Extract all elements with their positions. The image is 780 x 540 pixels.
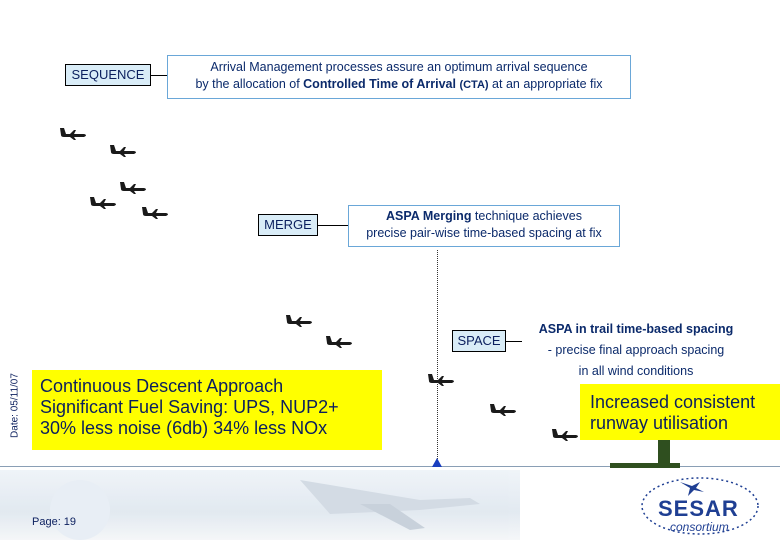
merge-connector: [318, 225, 348, 226]
merge-info-line1: ASPA Merging technique achieves: [349, 208, 619, 225]
space-label: SPACE: [452, 330, 506, 352]
space-connector: [506, 341, 522, 342]
merge-info-line2: precise pair-wise time-based spacing at …: [366, 226, 602, 240]
merge-info-box: ASPA Merging technique achieves precise …: [348, 205, 620, 247]
merge-label-text: MERGE: [264, 217, 312, 232]
space-info-line3: in all wind conditions: [578, 364, 694, 378]
footer-page-number: Page: 19: [32, 516, 77, 528]
sequence-info-line1: Arrival Management processes assure an o…: [210, 60, 588, 74]
space-label-text: SPACE: [457, 333, 501, 348]
runway-highlight-box: Increased consistent runway utilisation: [580, 384, 780, 440]
sequence-info-line2: by the allocation of Controlled Time of …: [168, 76, 630, 94]
cda-line1: Continuous Descent Approach: [40, 376, 284, 396]
merge-info-bold: ASPA Merging: [386, 209, 472, 223]
sequence-info-bold2: (CTA): [459, 79, 489, 91]
cda-highlight-box: Continuous Descent Approach Significant …: [32, 370, 382, 450]
cda-line2: Significant Fuel Saving: UPS, NUP2+: [40, 397, 339, 417]
footer-airliner-image: [0, 470, 520, 540]
airplane-icon: [140, 205, 170, 219]
airplane-icon: [108, 143, 138, 157]
runway-line2: runway utilisation: [590, 413, 729, 433]
airplane-icon: [426, 372, 456, 386]
sequence-info-post: at an appropriate fix: [488, 77, 603, 91]
space-info-line1: ASPA in trail time-based spacing: [538, 322, 734, 336]
airplane-icon: [550, 427, 580, 441]
sequence-info-bold: Controlled Time of Arrival: [303, 77, 456, 91]
merge-label: MERGE: [258, 214, 318, 236]
airplane-icon: [88, 195, 118, 209]
cda-line3: 30% less noise (6db) 34% less NOx: [40, 418, 328, 438]
sequence-connector: [151, 75, 167, 76]
runway-strip: [610, 463, 680, 468]
logo-main-text: SESAR: [658, 496, 739, 521]
airplane-icon: [284, 313, 314, 327]
control-tower-icon: [658, 440, 670, 466]
sequence-label-text: SEQUENCE: [71, 67, 145, 82]
space-info-box: ASPA in trail time-based spacing - preci…: [522, 318, 750, 378]
sequence-label: SEQUENCE: [65, 64, 151, 86]
footer-date: Date: 05/11/07: [9, 373, 21, 438]
runway-marker-icon: [432, 458, 442, 467]
airplane-icon: [324, 334, 354, 348]
sequence-info-box: Arrival Management processes assure an o…: [167, 55, 631, 99]
ground-line: [0, 466, 780, 467]
airplane-icon: [58, 126, 88, 140]
airplane-icon: [488, 402, 518, 416]
merge-fix-dotted-line: [437, 250, 438, 465]
space-info-line2: - precise final approach spacing: [547, 343, 725, 357]
runway-line1: Increased consistent: [590, 392, 756, 412]
airplane-icon: [118, 180, 148, 194]
merge-info-post: technique achieves: [471, 209, 582, 223]
logo-sub-text: consortium: [670, 520, 729, 534]
sequence-info-pre: by the allocation of: [195, 77, 304, 91]
sesar-logo: SESAR consortium: [640, 470, 775, 538]
